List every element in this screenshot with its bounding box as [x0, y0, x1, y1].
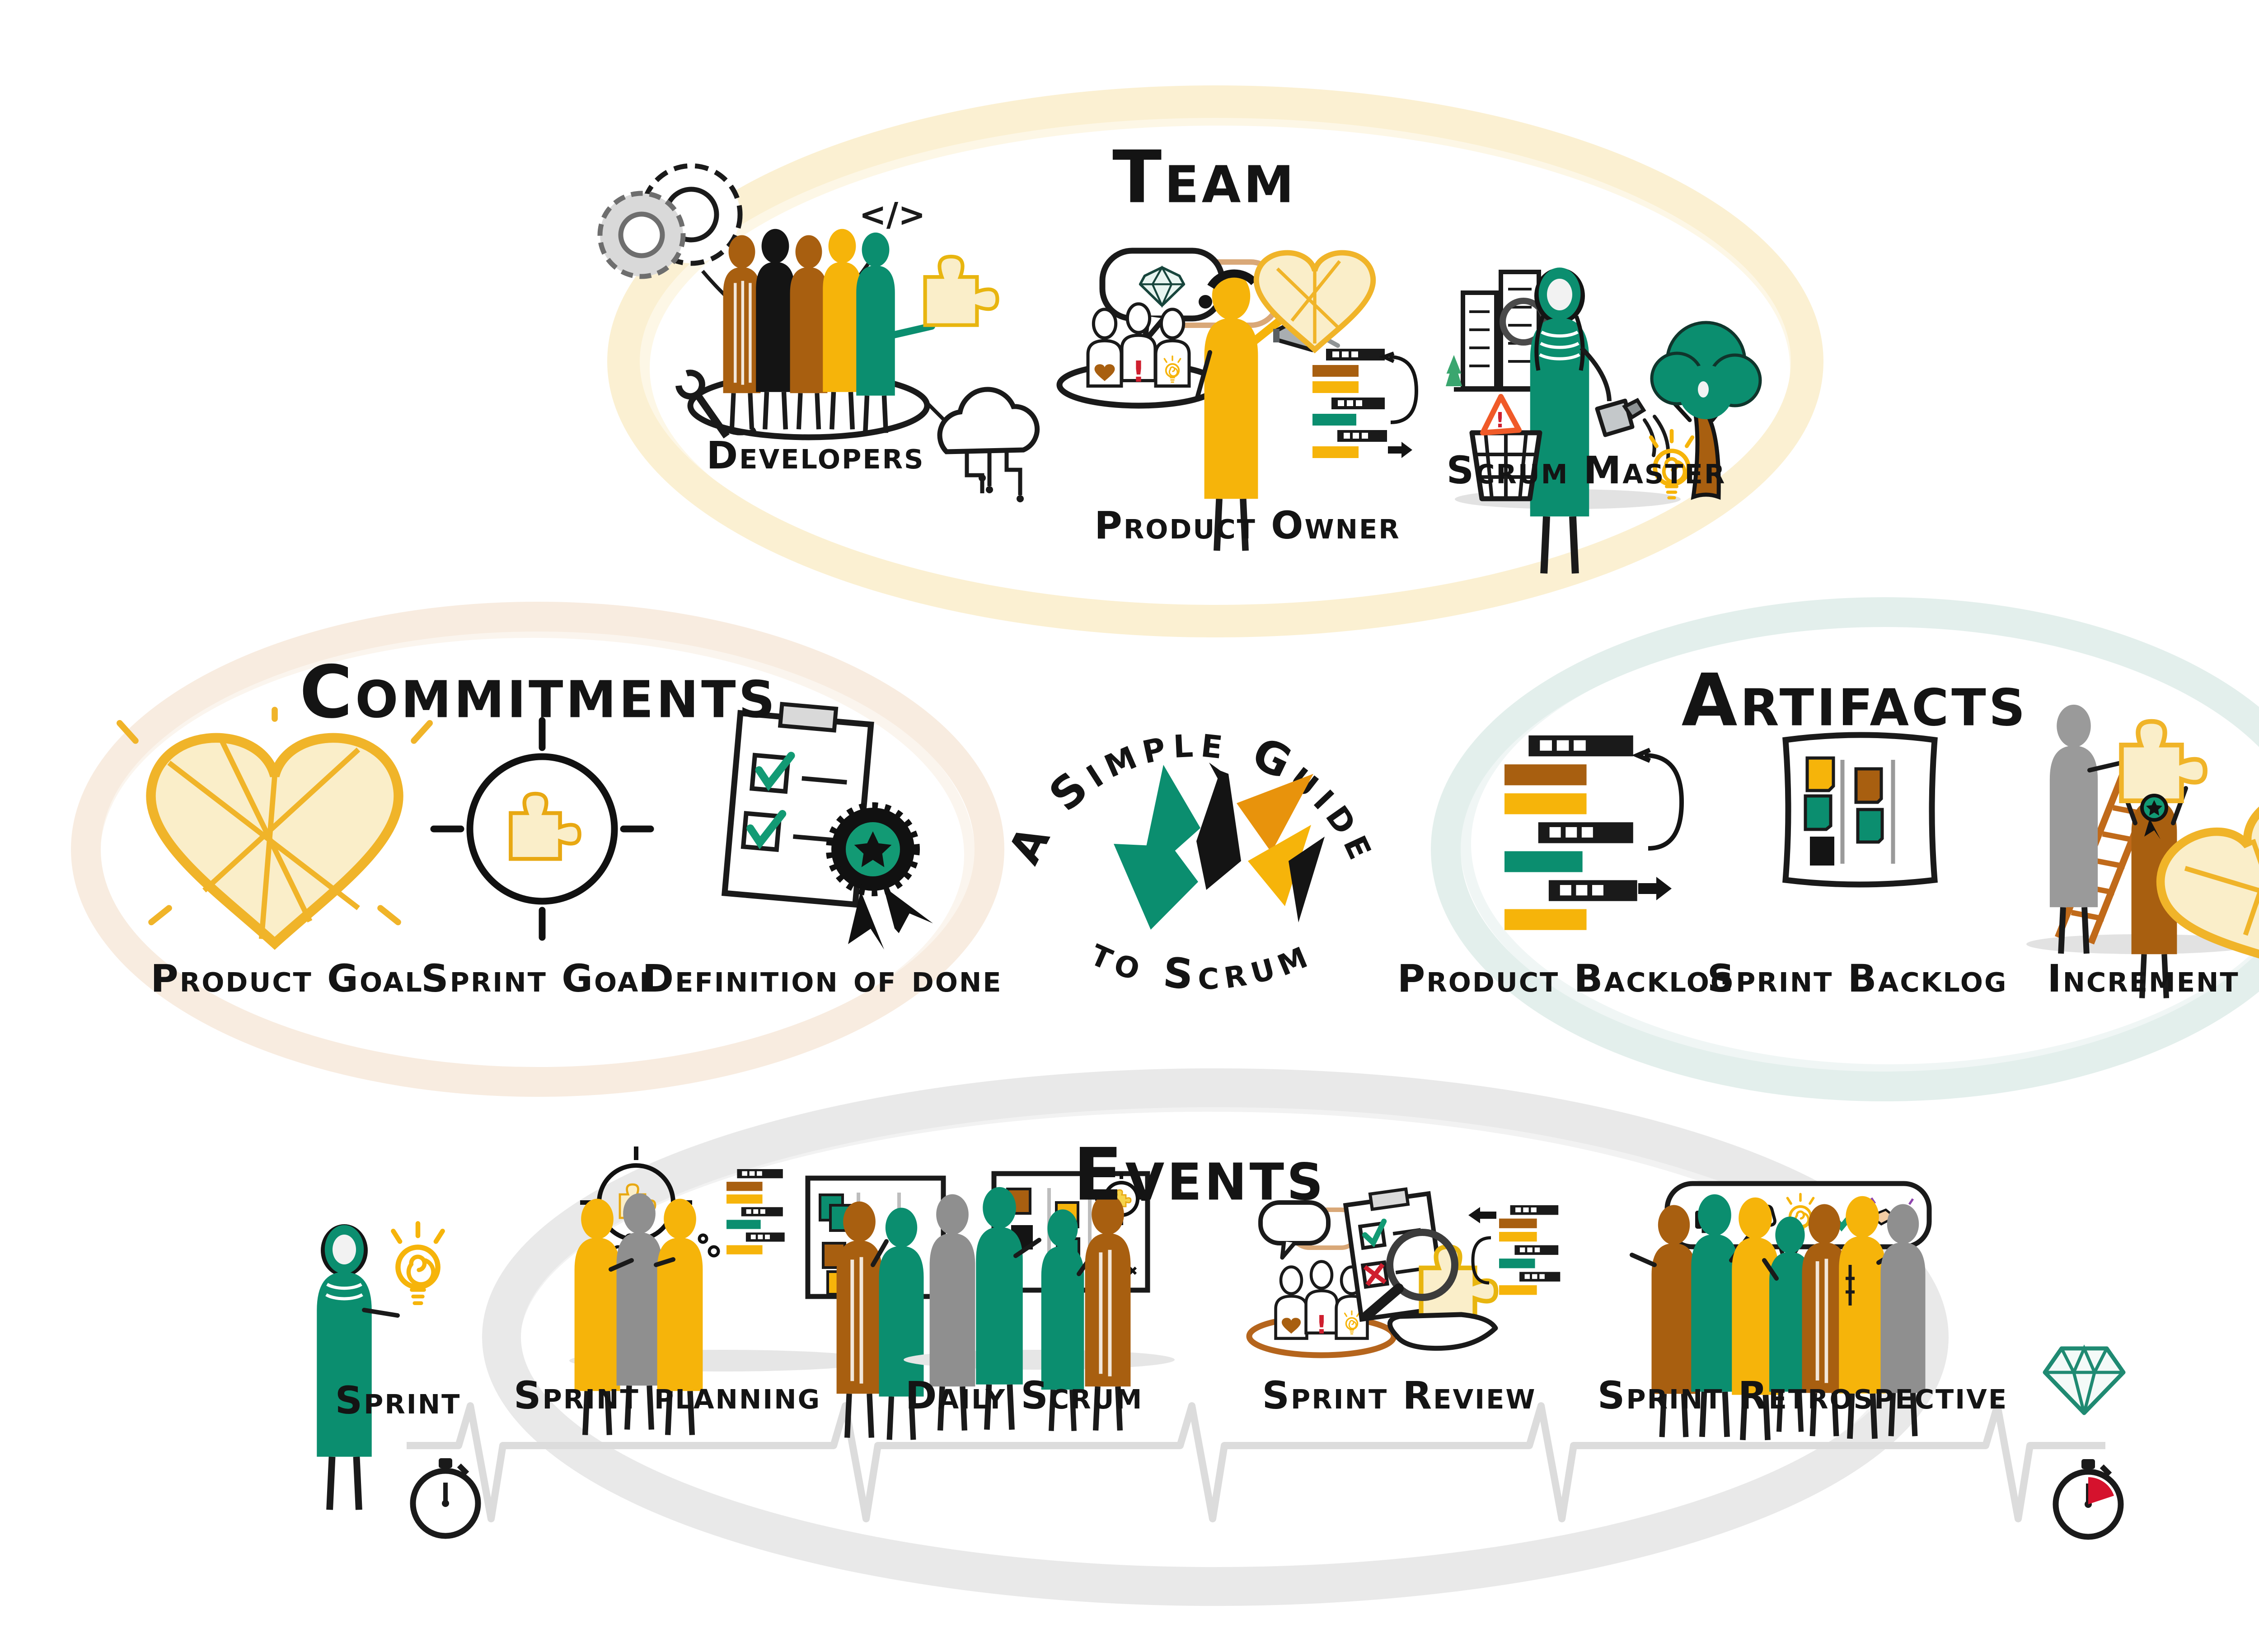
- sprint-review-illustration: !: [1246, 1187, 1561, 1358]
- sprint-stopwatch-icon: [413, 1458, 478, 1536]
- definition-of-done-illustration: [721, 702, 933, 950]
- timebox-stopwatch-icon: [2056, 1459, 2121, 1537]
- gears-icon: [597, 163, 743, 279]
- review-bubbles: [1258, 1200, 1361, 1260]
- trash-icon: !: [1469, 394, 1542, 501]
- product-backlog-label: Product Backlog: [1397, 956, 1734, 1001]
- retro-figures: [1630, 1194, 1926, 1440]
- section-rings: [71, 85, 2259, 1606]
- scrum-master-illustration: !: [1445, 267, 1762, 573]
- sprint-backlog-illustration: [1782, 732, 1938, 888]
- events-title: Events: [1073, 1132, 1326, 1217]
- review-magnifier-icon: [1362, 1229, 1458, 1320]
- heartbeat-line: [407, 1402, 2105, 1522]
- logo-arc-top: A Simple Guide: [998, 716, 1385, 872]
- sprint-figure: [317, 1224, 400, 1510]
- sprint-backlog-label: Sprint Backlog: [1707, 956, 2008, 1001]
- sprint-label: Sprint: [335, 1378, 461, 1423]
- center-logo: A Simple Guide to Scrum: [998, 716, 1391, 1000]
- sticky-notes: [1804, 756, 1884, 866]
- pine-icon: [1445, 355, 1462, 386]
- cloud-icon: [937, 387, 1040, 502]
- heart-puzzle-small: [1256, 253, 1373, 350]
- svg-text:A Simple Guide: A Simple Guide: [998, 716, 1391, 872]
- artifacts-title: Artifacts: [1681, 658, 2028, 743]
- speech-bubble-vision: [1099, 248, 1225, 344]
- product-goal-illustration: [116, 707, 433, 944]
- increment-illustration: [2026, 705, 2259, 1007]
- product-owner-illustration: !: [1056, 248, 1419, 551]
- sprint-retrospective-illustration: [1630, 1181, 1932, 1440]
- product-goal-label: Product Goal: [150, 956, 423, 1001]
- wrench-icon: [675, 370, 730, 439]
- puzzle-piece-icon: [925, 257, 998, 325]
- product-owner-label: Product Owner: [1094, 503, 1401, 548]
- sprint-illustration: [317, 1223, 478, 1536]
- developer-team-figures: [687, 229, 935, 440]
- tree-icon: [1650, 321, 1762, 500]
- scrum-master-figure: [1530, 267, 1612, 573]
- code-icon: </>: [859, 196, 926, 234]
- diamond-icon: [1139, 265, 1186, 308]
- daily-scrum-label: Daily Scrum: [905, 1373, 1144, 1418]
- increment-label: Increment: [2047, 956, 2240, 1001]
- planning-backlog-icon: [726, 1169, 785, 1254]
- artifacts-ring: [1431, 597, 2259, 1101]
- svg-text:!: !: [1316, 1310, 1327, 1340]
- sprint-planning-label: Sprint planning: [513, 1373, 821, 1418]
- crane-logo-icon: [1114, 763, 1325, 930]
- planning-figures: [575, 1193, 924, 1440]
- warning-triangle-icon: [1480, 394, 1522, 435]
- svg-text:to Scrum: to Scrum: [1084, 927, 1319, 1000]
- heart-icon: [1094, 364, 1115, 381]
- exclamation-icon: !: [1132, 356, 1145, 389]
- sprint-goal-illustration: [430, 717, 654, 941]
- scrum-master-label: Scrum Master: [1446, 448, 1726, 492]
- sprint-retrospective-label: Sprint Retrospective: [1597, 1373, 2008, 1418]
- increment-heart-icon: [2146, 778, 2259, 1007]
- po-backlog-icon: [1312, 349, 1387, 458]
- sprint-planning-illustration: [569, 1147, 946, 1440]
- sprint-review-label: Sprint Review: [1262, 1373, 1537, 1418]
- svg-text:!: !: [1495, 408, 1505, 432]
- gem-icon: [2043, 1344, 2126, 1415]
- team-title: Team: [1112, 135, 1297, 220]
- hand-icon: [1387, 1312, 1498, 1351]
- sprint-goal-label: Sprint Goal: [421, 956, 658, 1001]
- developers-label: Developers: [706, 433, 925, 477]
- puzzle-with-award: [2122, 721, 2205, 839]
- definition-of-done-label: Definition of done: [642, 956, 1003, 1001]
- daily-figures: [930, 1187, 1131, 1431]
- watering-can-icon: [1595, 398, 1670, 460]
- sprint-idea-icon: [393, 1223, 442, 1303]
- review-backlog-icon: [1468, 1205, 1561, 1295]
- commitments-title: Commitments: [299, 650, 778, 735]
- award-ribbon-icon: [826, 802, 933, 950]
- developers-illustration: </>: [597, 163, 1040, 502]
- product-backlog-illustration: [1504, 735, 1684, 930]
- logo-arc-bottom: to Scrum: [1084, 927, 1313, 1000]
- daily-scrum-illustration: [904, 1171, 1175, 1431]
